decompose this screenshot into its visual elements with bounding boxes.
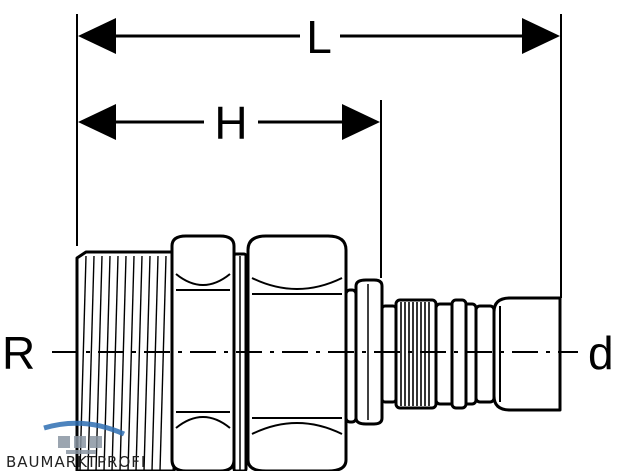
arrowhead-right-icon xyxy=(342,104,380,140)
watermark-text: BAUMARKTPROFI xyxy=(6,453,146,471)
dimension-h-label: H xyxy=(214,97,247,149)
arrowhead-left-icon xyxy=(78,104,116,140)
dimension-l-label: L xyxy=(306,11,332,63)
house-roof-logo-icon xyxy=(43,420,126,454)
dimension-l: L xyxy=(78,11,560,63)
fitting-body xyxy=(75,234,562,471)
hex-nut-first xyxy=(170,234,236,471)
hex-nut-second xyxy=(246,234,348,471)
arrowhead-right-icon xyxy=(522,18,560,54)
thread-side-label: R xyxy=(2,327,35,379)
pipe-side-label: d xyxy=(588,327,614,379)
flange-ring xyxy=(344,278,384,426)
collar xyxy=(232,252,248,471)
dimension-h: H xyxy=(78,97,380,149)
arrowhead-left-icon xyxy=(78,18,116,54)
watermark: BAUMARKTPROFI xyxy=(6,420,146,471)
push-fit-connector xyxy=(380,296,562,412)
extension-lines xyxy=(76,14,562,298)
threaded-section xyxy=(75,250,176,471)
